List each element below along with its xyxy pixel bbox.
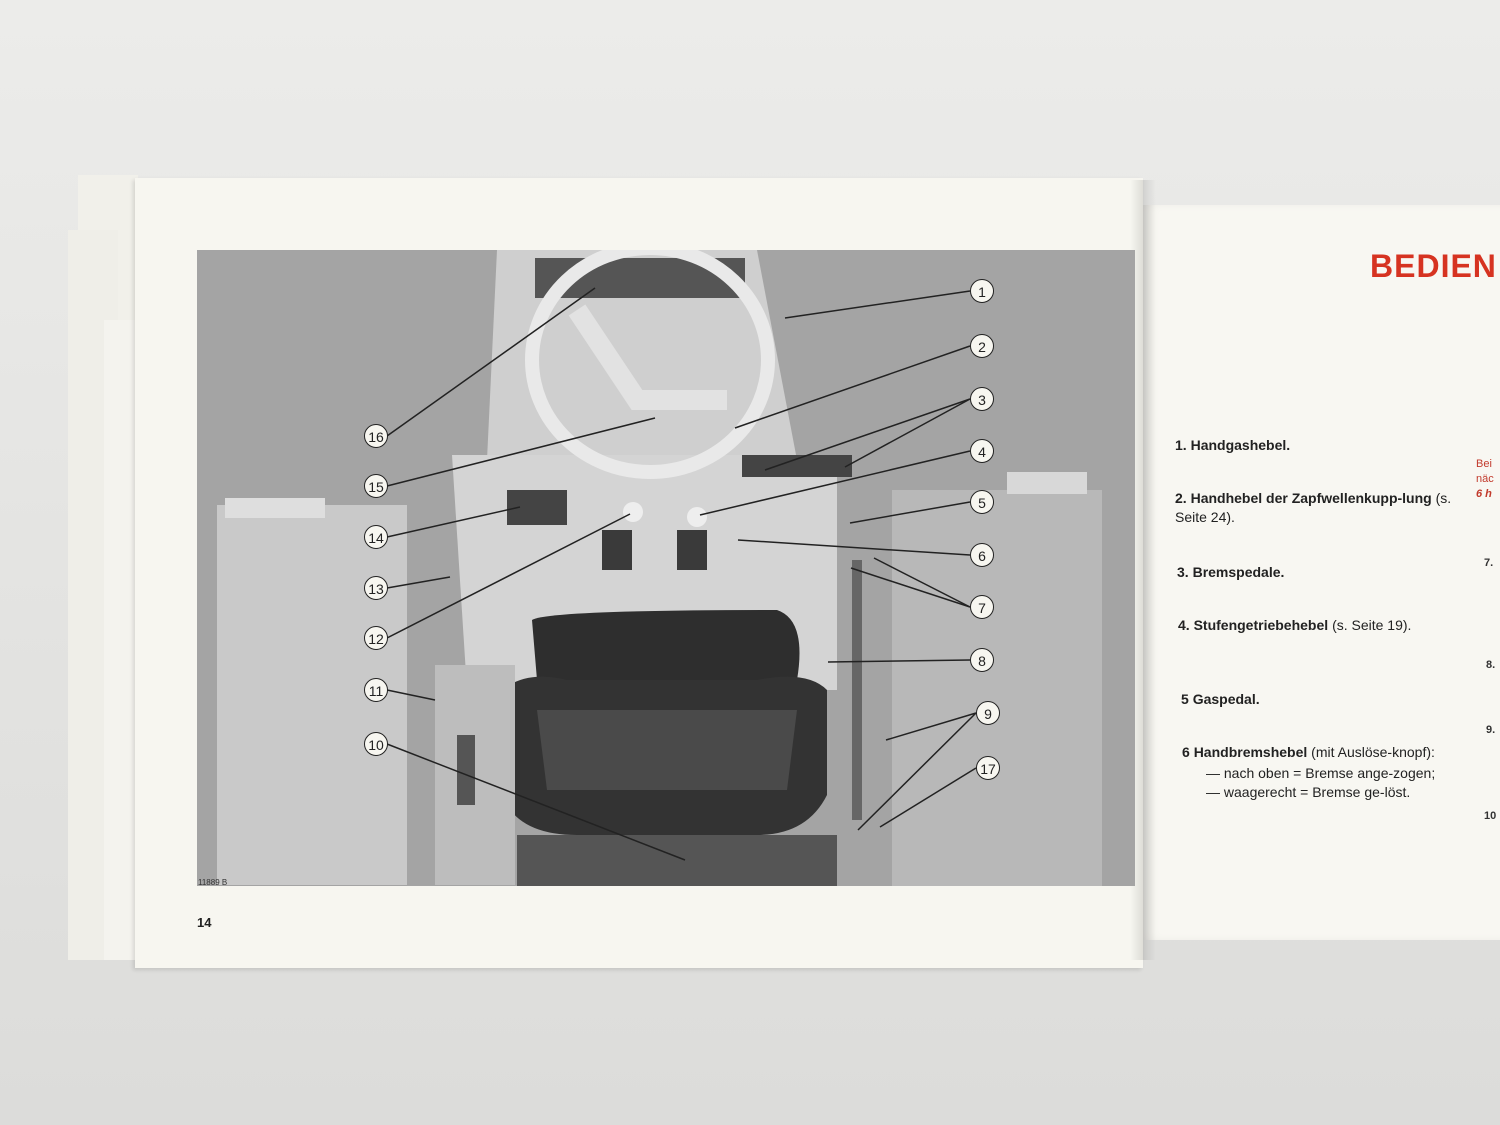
- callout-14: 14: [364, 525, 388, 549]
- item-number: 6: [1182, 744, 1190, 760]
- callout-17: 17: [976, 756, 1000, 780]
- list-item: 4. Stufengetriebehebel (s. Seite 19).: [1178, 616, 1456, 635]
- callout-8: 8: [970, 648, 994, 672]
- item-text: (s. Seite 24).: [1175, 490, 1452, 525]
- edge-number: 9.: [1486, 724, 1496, 736]
- item-text: (mit Auslöse-knopf):: [1311, 744, 1435, 760]
- callout-5: 5: [970, 490, 994, 514]
- edge-number: 10: [1484, 810, 1497, 822]
- list-item: 6 Handbremshebel (mit Auslöse-knopf): — …: [1182, 743, 1457, 802]
- callout-6: 6: [970, 543, 994, 567]
- callout-1: 1: [970, 279, 994, 303]
- edge-text: näc: [1476, 473, 1494, 485]
- callout-15: 15: [364, 474, 388, 498]
- list-item: 2. Handhebel der Zapfwellenkupp-lung (s.…: [1175, 489, 1455, 527]
- list-item: 3. Bremspedale.: [1177, 563, 1457, 582]
- edge-text: Bei: [1476, 458, 1492, 470]
- callout-11: 11: [364, 678, 388, 702]
- page-number: 14: [197, 915, 212, 930]
- item-title: Handgashebel.: [1190, 437, 1291, 453]
- callout-7: 7: [970, 595, 994, 619]
- callout-16: 16: [364, 424, 388, 448]
- callout-4: 4: [970, 439, 994, 463]
- photo-code: 11889 B: [198, 878, 228, 887]
- item-number: 5: [1181, 691, 1189, 707]
- item-title: Bremspedale.: [1192, 564, 1285, 580]
- item-text: (s. Seite 19).: [1332, 617, 1412, 633]
- callout-10: 10: [364, 732, 388, 756]
- item-title: Handhebel der Zapfwellenkupp-lung: [1190, 490, 1432, 506]
- callout-12: 12: [364, 626, 388, 650]
- item-title: Handbremshebel: [1193, 744, 1308, 760]
- item-number: 2.: [1175, 490, 1187, 506]
- edge-number: 7.: [1484, 557, 1494, 569]
- item-number: 1.: [1175, 437, 1187, 453]
- item-number: 4.: [1178, 617, 1190, 633]
- item-title: Stufengetriebehebel: [1193, 617, 1329, 633]
- section-title: BEDIEN: [1370, 248, 1497, 284]
- item-subtext: — waagerecht = Bremse ge-löst.: [1206, 784, 1411, 800]
- item-number: 3.: [1177, 564, 1189, 580]
- edge-number: 8.: [1486, 659, 1496, 671]
- list-item: 5 Gaspedal.: [1181, 690, 1456, 709]
- callout-3: 3: [970, 387, 994, 411]
- item-subtext: — nach oben = Bremse ange-zogen;: [1206, 765, 1436, 781]
- right-page: [1143, 205, 1500, 940]
- item-title: Gaspedal.: [1192, 691, 1260, 707]
- callout-13: 13: [364, 576, 388, 600]
- callout-2: 2: [970, 334, 994, 358]
- edge-text: 6 h: [1476, 488, 1492, 500]
- callout-9: 9: [976, 701, 1000, 725]
- item-sublist: — nach oben = Bremse ange-zogen; — waage…: [1182, 764, 1457, 802]
- list-item: 1. Handgashebel.: [1175, 436, 1455, 455]
